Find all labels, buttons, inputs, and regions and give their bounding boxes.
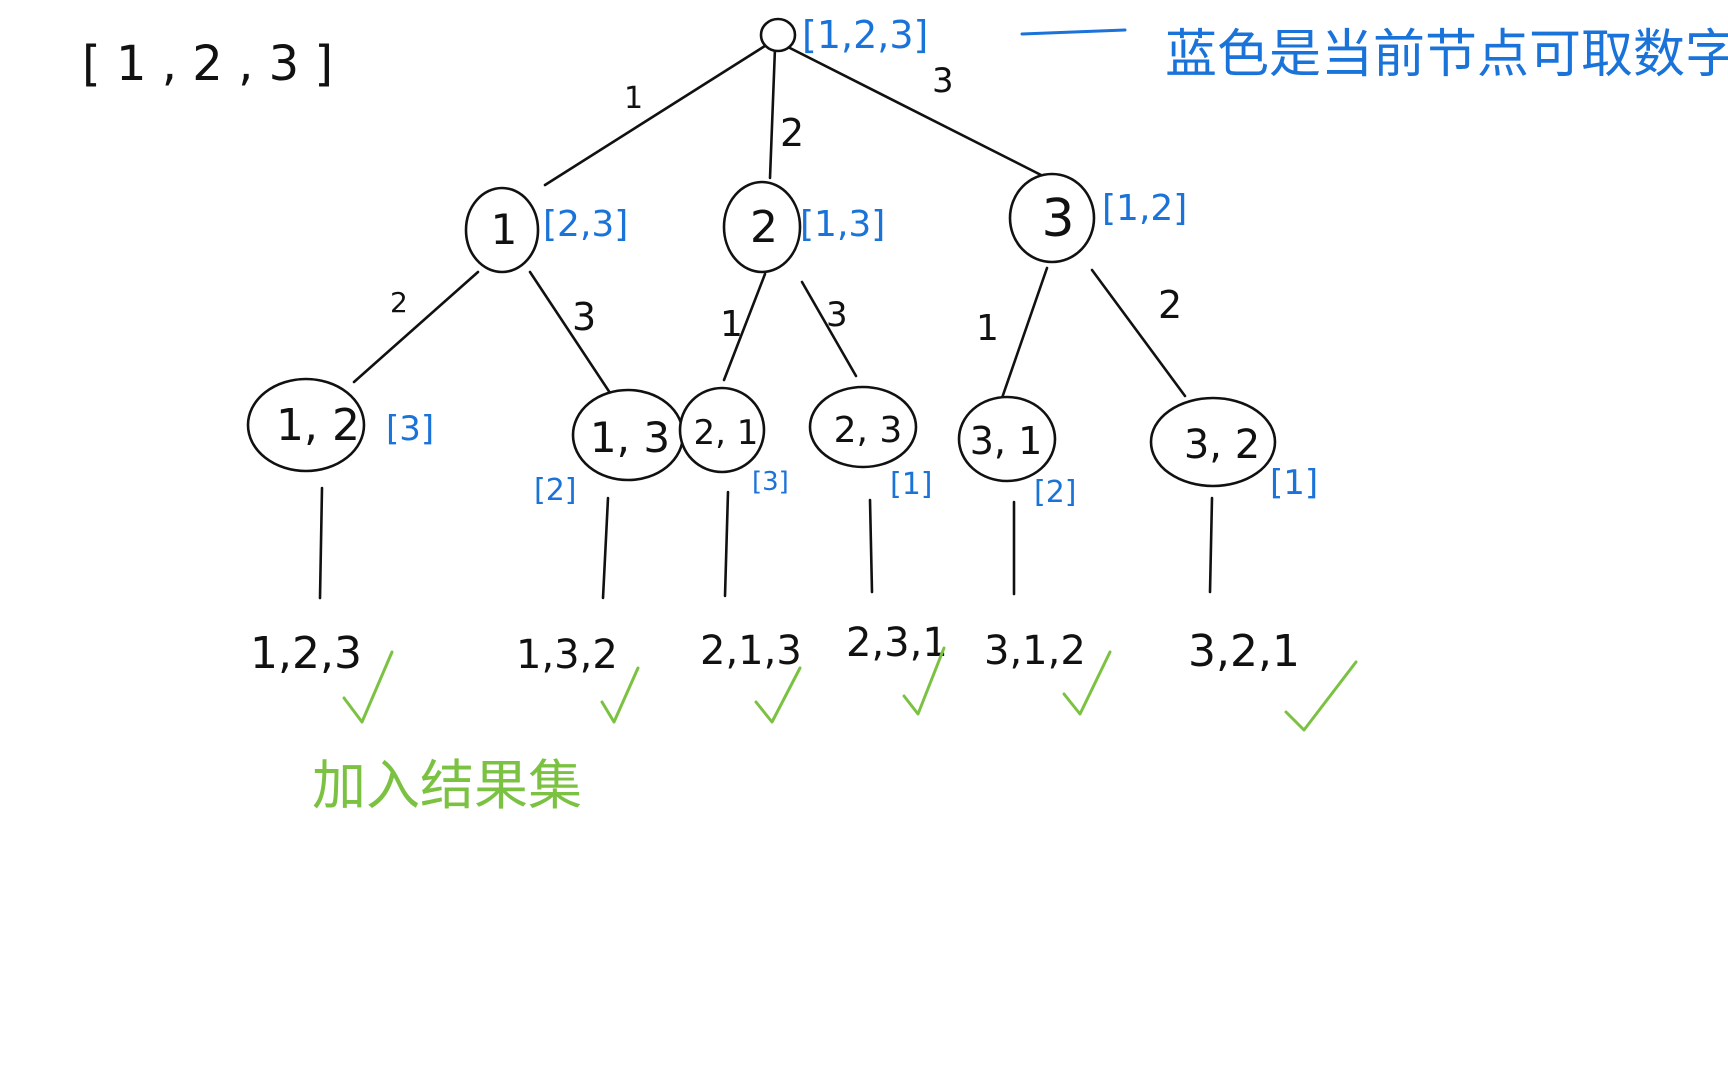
node-23-label: 2, 3 bbox=[834, 410, 903, 451]
node-3 bbox=[1008, 172, 1096, 264]
node-1 bbox=[464, 186, 540, 274]
edge-label-2-23: 3 bbox=[826, 295, 848, 335]
edge-3-31 bbox=[1000, 266, 1049, 400]
node-12 bbox=[246, 377, 366, 473]
root-available: [1,2,3] bbox=[802, 13, 928, 57]
edge-13-leaf bbox=[601, 496, 610, 600]
edge-32-leaf bbox=[1208, 496, 1214, 594]
edge-label-root-2: 2 bbox=[780, 111, 804, 155]
input-array-label: [ 1 , 2 , 3 ] bbox=[82, 36, 333, 92]
edge-1-12 bbox=[352, 270, 480, 384]
node-31-available: [2] bbox=[1034, 475, 1077, 510]
node-23 bbox=[808, 385, 918, 469]
node-1-label: 1 bbox=[491, 205, 518, 254]
edge-label-3-31: 1 bbox=[976, 308, 999, 349]
node-32-label: 3, 2 bbox=[1184, 422, 1260, 468]
leaf-permutation: 1,3,2 bbox=[516, 632, 618, 678]
check-icon bbox=[902, 646, 946, 716]
node-23-available: [1] bbox=[890, 467, 933, 502]
node-32 bbox=[1149, 396, 1277, 488]
check-icon bbox=[1062, 650, 1112, 716]
edge-2-21 bbox=[722, 272, 767, 382]
check-icon bbox=[754, 666, 802, 724]
edge-label-3-32: 2 bbox=[1158, 283, 1182, 327]
edge-label-root-1: 1 bbox=[624, 81, 643, 116]
node-3-available: [1,2] bbox=[1102, 188, 1187, 229]
node-13-available: [2] bbox=[534, 473, 577, 508]
leaf-permutation: 2,1,3 bbox=[700, 628, 802, 674]
node-13-label: 1, 3 bbox=[590, 413, 670, 462]
edge-12-leaf bbox=[318, 486, 324, 600]
edge-23-leaf bbox=[868, 498, 874, 594]
edge-1-13 bbox=[528, 270, 622, 410]
node-12-label: 1, 2 bbox=[276, 400, 360, 451]
leaf-permutation: 1,2,3 bbox=[250, 628, 362, 679]
node-32-available: [1] bbox=[1270, 463, 1318, 503]
leaf-permutation: 3,1,2 bbox=[984, 628, 1086, 674]
legend-line bbox=[1020, 28, 1127, 36]
edge-root-3 bbox=[780, 42, 1045, 178]
node-21 bbox=[678, 386, 766, 474]
result-set-label: 加入结果集 bbox=[312, 754, 582, 817]
node-21-available: [3] bbox=[752, 467, 789, 497]
edge-label-1-12: 2 bbox=[390, 286, 408, 319]
legend-text: 蓝色是当前节点可取数字 bbox=[1165, 25, 1728, 85]
edge-3-32 bbox=[1090, 268, 1187, 398]
node-3-label: 3 bbox=[1041, 189, 1074, 249]
node-21-label: 2, 1 bbox=[694, 413, 759, 453]
edge-21-leaf bbox=[723, 490, 730, 598]
node-2 bbox=[722, 180, 802, 274]
edge-root-2 bbox=[768, 46, 777, 180]
node-2-available: [1,3] bbox=[800, 204, 885, 245]
edge-2-23 bbox=[800, 280, 858, 378]
leaf-permutation: 2,3,1 bbox=[846, 620, 948, 666]
node-1-available: [2,3] bbox=[543, 204, 628, 245]
check-icon bbox=[342, 650, 394, 724]
edge-label-root-3: 3 bbox=[932, 61, 954, 101]
node-2-label: 2 bbox=[750, 202, 778, 253]
edge-label-1-13: 3 bbox=[572, 295, 596, 339]
node-31-label: 3, 1 bbox=[970, 419, 1043, 463]
node-31 bbox=[957, 395, 1057, 483]
root-node bbox=[759, 17, 797, 53]
node-12-available: [3] bbox=[386, 409, 434, 449]
check-icon bbox=[600, 666, 640, 724]
edge-root-1 bbox=[543, 42, 770, 187]
edge-label-2-21: 1 bbox=[720, 304, 743, 345]
check-icon bbox=[1284, 660, 1358, 732]
leaf-permutation: 3,2,1 bbox=[1188, 626, 1300, 677]
